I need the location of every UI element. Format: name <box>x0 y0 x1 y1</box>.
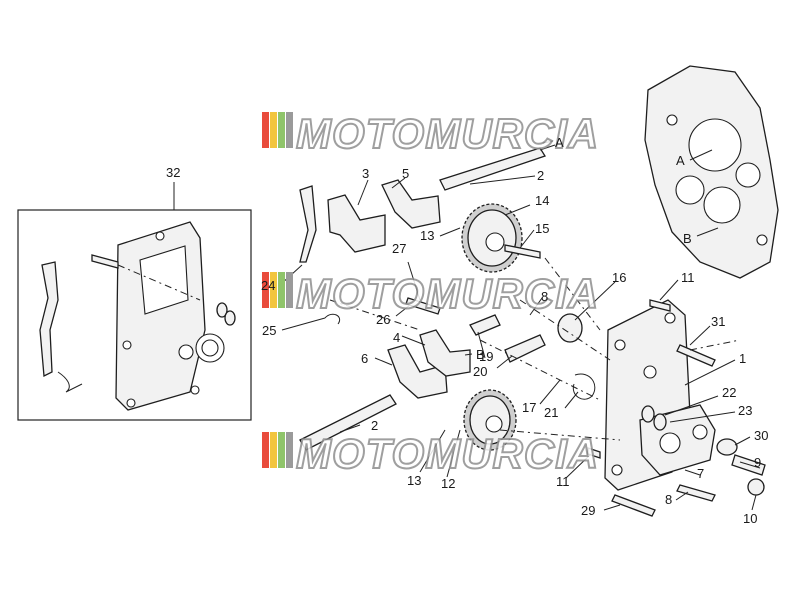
callout-5: 5 <box>402 166 409 181</box>
watermark-bottom: MOTOMURCIA <box>262 429 599 478</box>
callout-25: 25 <box>262 323 276 338</box>
axis-markers: A B A B <box>476 135 692 362</box>
callout-17: 17 <box>522 400 536 415</box>
callout-8-bottom: 8 <box>665 492 672 507</box>
leader-lines <box>279 140 761 511</box>
small-parts <box>324 244 766 517</box>
callout-27: 27 <box>392 241 406 256</box>
inset-assembly-32: 32 <box>17 165 252 421</box>
engine-case <box>644 65 779 279</box>
watermark-top: MOTOMURCIA <box>262 109 599 158</box>
callout-19: 19 <box>479 349 493 364</box>
callout-22: 22 <box>722 385 736 400</box>
shift-forks <box>299 179 471 399</box>
watermark-text: MOTOMURCIA <box>296 110 599 157</box>
callout-1: 1 <box>739 351 746 366</box>
callout-11-bottom: 11 <box>556 474 570 489</box>
assembly-lines <box>329 257 741 441</box>
marker-a-shaft: A <box>555 135 564 150</box>
marker-b-shaft: B <box>476 347 485 362</box>
callout-16: 16 <box>612 270 626 285</box>
inset-label: 32 <box>166 165 180 180</box>
watermark-middle: MOTOMURCIA <box>262 269 599 318</box>
callout-labels: 3 5 2 14 13 15 16 11 31 1 22 23 30 9 10 … <box>261 166 768 526</box>
callout-14: 14 <box>535 193 549 208</box>
watermark-text: MOTOMURCIA <box>296 270 599 317</box>
callout-23: 23 <box>738 403 752 418</box>
marker-a-case: A <box>676 153 685 168</box>
callout-13-top: 13 <box>420 228 434 243</box>
marker-b-case: B <box>683 231 692 246</box>
callout-11-top: 11 <box>681 270 695 285</box>
callout-6: 6 <box>361 351 368 366</box>
callout-13-bottom: 13 <box>407 473 421 488</box>
callout-30: 30 <box>754 428 768 443</box>
callout-20: 20 <box>473 364 487 379</box>
callout-10: 10 <box>743 511 757 526</box>
callout-9: 9 <box>754 455 761 470</box>
shift-shafts <box>299 144 556 451</box>
callout-8-top: 8 <box>541 289 548 304</box>
callout-2-top: 2 <box>537 168 544 183</box>
callout-26: 26 <box>376 312 390 327</box>
callout-2-bottom: 2 <box>371 418 378 433</box>
callout-29: 29 <box>581 503 595 518</box>
callout-31: 31 <box>711 314 725 329</box>
gears <box>461 203 523 451</box>
cover-plate <box>604 299 716 491</box>
callout-7: 7 <box>697 466 704 481</box>
callout-3: 3 <box>362 166 369 181</box>
callout-15: 15 <box>535 221 549 236</box>
callout-24: 24 <box>261 278 275 293</box>
callout-21: 21 <box>544 405 558 420</box>
callout-4: 4 <box>393 330 400 345</box>
watermark-text: MOTOMURCIA <box>296 430 599 477</box>
callout-12: 12 <box>441 476 455 491</box>
